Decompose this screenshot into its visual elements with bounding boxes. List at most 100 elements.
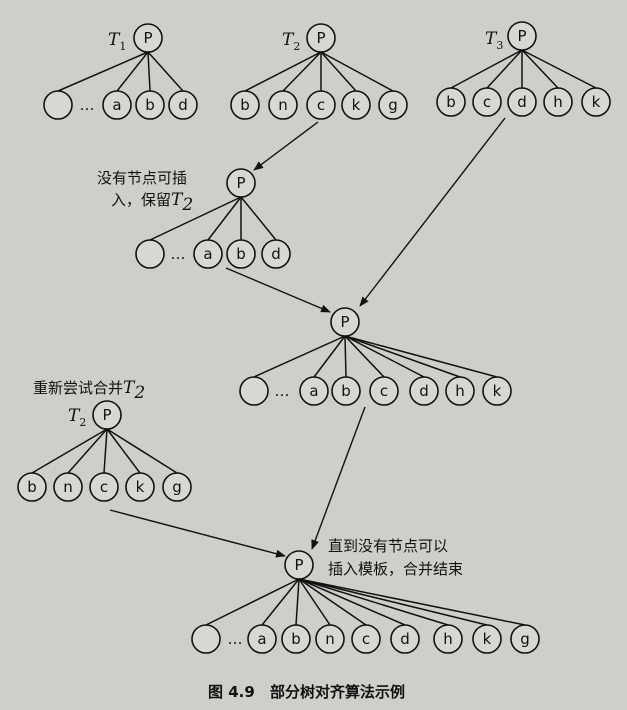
svg-text:d: d xyxy=(271,245,281,263)
tree-node-k: k xyxy=(472,624,502,654)
tree-edge xyxy=(57,51,149,92)
tree-edge xyxy=(298,578,488,626)
tree-edge xyxy=(106,428,178,474)
svg-text:g: g xyxy=(520,630,530,648)
tree-node-blank xyxy=(239,376,269,406)
svg-text:k: k xyxy=(483,630,492,648)
svg-text:P: P xyxy=(294,556,303,574)
tree-label-t3: T3 xyxy=(485,29,503,52)
tree-edge xyxy=(149,196,242,241)
tree-node-d: d xyxy=(390,624,420,654)
svg-text:b: b xyxy=(27,478,37,496)
svg-text:n: n xyxy=(63,478,73,496)
svg-text:a: a xyxy=(203,245,212,263)
note-no-insert-line1: 没有节点可插 xyxy=(97,169,187,187)
tree-node-d: d xyxy=(507,87,537,117)
tree-edge xyxy=(298,578,526,626)
tree-node-k: k xyxy=(125,472,155,502)
tree-edge xyxy=(67,428,108,474)
tree-node-b: b xyxy=(226,239,256,269)
tree-node-g: g xyxy=(510,624,540,654)
tree-edge xyxy=(320,51,394,92)
tree-edge xyxy=(261,578,300,626)
tree-root-node: P xyxy=(284,550,314,580)
svg-text:P: P xyxy=(316,29,325,47)
tree-root-node: P xyxy=(92,400,122,430)
tree-node-b: b xyxy=(17,472,47,502)
arrow-s1-to-s2 xyxy=(225,267,331,313)
tree-edge xyxy=(207,196,242,241)
tree-label-t1: T1 xyxy=(108,30,126,53)
svg-text:h: h xyxy=(443,630,453,648)
tree-edge xyxy=(147,51,184,92)
ellipsis-marker: … xyxy=(171,245,186,263)
tree-edge xyxy=(253,335,346,378)
tree-node-blank xyxy=(191,624,221,654)
svg-text:g: g xyxy=(172,478,182,496)
svg-text:c: c xyxy=(100,478,108,496)
svg-text:P: P xyxy=(236,174,245,192)
tree-node-k: k xyxy=(482,376,512,406)
tree-node-blank xyxy=(135,239,165,269)
tree-edge xyxy=(298,578,367,626)
tree-node-h: h xyxy=(445,376,475,406)
tree-root-node: P xyxy=(330,307,360,337)
tree-edge xyxy=(103,428,108,474)
tree-node-c: c xyxy=(89,472,119,502)
svg-text:d: d xyxy=(419,382,429,400)
svg-text:P: P xyxy=(143,29,152,47)
svg-text:b: b xyxy=(145,96,155,114)
svg-text:k: k xyxy=(493,382,502,400)
tree-root-node: P xyxy=(226,168,256,198)
svg-text:n: n xyxy=(278,96,288,114)
svg-text:c: c xyxy=(483,93,491,111)
tree-edge xyxy=(344,335,385,378)
tree-node-k: k xyxy=(581,87,611,117)
tree-edge xyxy=(344,335,461,378)
tree-node-k: k xyxy=(341,90,371,120)
svg-text:k: k xyxy=(352,96,361,114)
svg-text:a: a xyxy=(112,96,121,114)
tree-node-n: n xyxy=(315,624,345,654)
tree-edge xyxy=(450,49,523,89)
tree-root-node: P xyxy=(507,21,537,51)
svg-text:a: a xyxy=(309,382,318,400)
svg-text:b: b xyxy=(236,245,246,263)
svg-text:k: k xyxy=(136,478,145,496)
svg-text:b: b xyxy=(291,630,301,648)
svg-text:n: n xyxy=(325,630,335,648)
tree-node-d: d xyxy=(409,376,439,406)
tree-root-node: P xyxy=(133,23,163,53)
tree-node-blank xyxy=(43,90,73,120)
tree-edge xyxy=(298,578,331,626)
arrow-t2-to-s1 xyxy=(253,121,319,171)
tree-node-c: c xyxy=(306,90,336,120)
tree-node-n: n xyxy=(53,472,83,502)
svg-text:d: d xyxy=(178,96,188,114)
tree-edge xyxy=(521,49,597,89)
tree-node-d: d xyxy=(168,90,198,120)
tree-edge xyxy=(106,428,141,474)
svg-text:P: P xyxy=(517,27,526,45)
arrow-s2-to-fin xyxy=(311,406,366,550)
figure-caption-title: 部分树对齐算法示例 xyxy=(270,683,405,701)
note-merge-end-line1: 直到没有节点可以 xyxy=(328,537,448,555)
svg-text:c: c xyxy=(380,382,388,400)
tree-edge xyxy=(31,428,108,474)
note-merge-end-line2: 插入模板，合并结束 xyxy=(328,560,463,578)
tree-node-h: h xyxy=(543,87,573,117)
tree-edge xyxy=(344,335,347,378)
arrow-t3-to-s2 xyxy=(359,117,506,307)
tree-edge xyxy=(240,196,277,241)
tree-edge xyxy=(313,335,346,378)
tree-node-b: b xyxy=(135,90,165,120)
tree-edge xyxy=(486,49,523,89)
svg-text:a: a xyxy=(257,630,266,648)
figure-caption-number: 图 4.9 xyxy=(208,683,255,701)
arrow-t2b-to-fin xyxy=(109,509,286,558)
ellipsis-marker: … xyxy=(80,96,95,114)
svg-text:c: c xyxy=(317,96,325,114)
svg-text:c: c xyxy=(362,630,370,648)
